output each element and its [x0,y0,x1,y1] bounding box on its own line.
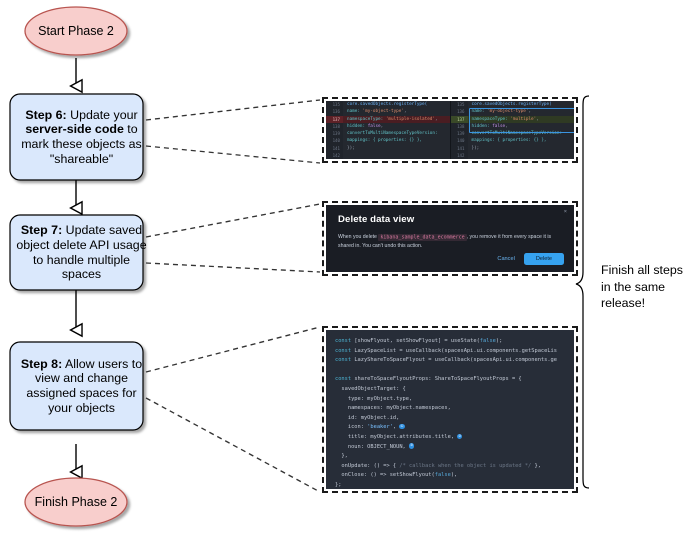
code-text: hidden: false, [347,123,384,129]
code-line: const LazyShareToSpaceFlyout = useCallba… [335,357,557,364]
leader-step6-bottom [145,145,321,164]
code-line: }; [335,481,342,488]
code-line: namespaces: myObject.namespaces, [335,405,451,412]
code-line: 136 name: 'my-object-type', [450,108,575,116]
cancel-button[interactable]: Cancel [497,255,515,262]
code-text: core.savedObjects.registerType( [471,102,552,107]
modal-title: Delete data view [338,214,415,225]
leader-step6-top [145,99,321,121]
code-line: 135 core.savedObjects.registerType( [326,101,450,109]
code-text: mappings: { properties: {} }, [347,138,423,144]
line-number: 135 [450,101,468,109]
code-line: 138 hidden: false, [450,122,575,131]
delete-data-view-modal: × Delete data view When you delete kiban… [326,205,574,272]
step-7-box [9,214,144,291]
code-line: 140 mappings: { properties: {} }, [326,137,450,145]
code-line: onUpdate: () => { /* callback when the o… [335,462,541,469]
line-number: 135 [326,101,343,109]
line-number: 138 [450,122,468,131]
code-line: 137 namespaceType: 'multiple', [450,115,574,123]
code-line: const LazySpaceList = useCallback(spaces… [335,347,557,354]
line-number: 140 [450,137,468,145]
leader-step8-top [145,326,321,373]
code-line: const [showFlyout, setShowFlyout] = useS… [335,338,503,344]
code-line: savedObjectTarget: { [335,385,406,392]
line-number: 137 [450,115,468,123]
line-number: 136 [326,108,343,116]
code-line: 137 namespaceType: 'multiple-isolated', [326,115,450,123]
code-text: hidden: false, [471,123,508,129]
code-line: onClose: () => setShowFlyout(false), [335,472,458,479]
callout-badge: ① [399,424,405,430]
code-line: 142 [450,152,575,159]
code-line: type: myObject.type, [335,395,413,402]
code-text: }); [471,145,480,151]
line-number: 136 [450,108,468,116]
code-line: 139 convertToMultiNamespaceTypeVersion: [450,130,575,138]
line-number: 139 [450,130,468,138]
leader-step7-bottom [145,262,321,273]
line-number: 137 [326,115,343,123]
grouping-brace [575,95,590,489]
code-text: name: 'my-object-type', [347,109,407,115]
code-line: 138 hidden: false, [326,122,450,131]
brace-note-label: Finish all steps in the same release! [601,263,683,311]
code-text: convertToMultiNamespaceTypeVersion: [471,131,563,137]
finish-terminator [24,477,128,527]
code-line: }, [335,453,348,460]
line-number: 141 [326,144,343,153]
data-view-name-chip: kibana_sample_data_ecommerce [378,233,467,241]
modal-body-text: When you delete kibana_sample_data_ecomm… [338,233,553,250]
code-text: }); [347,145,355,151]
code-text: convertToMultiNamespaceTypeVersion: [347,131,438,137]
code-text: namespaceType: 'multiple', [471,116,539,122]
modal-body-before: When you delete [338,234,379,240]
diff-screenshot-frame [322,97,578,163]
line-number: 141 [450,144,468,153]
code-line: 140 mappings: { properties: {} }, [450,137,575,145]
code-line: 136 name: 'my-object-type', [326,108,450,116]
line-number: 139 [326,130,343,138]
code-text: mappings: { properties: {} }, [471,138,547,144]
code-line: 141}); [450,144,575,153]
code-line: icon: 'beaker', ① [335,424,405,431]
callout-badge: ② [457,433,463,440]
code-line: 139 convertToMultiNamespaceTypeVersion: [326,130,450,138]
step-6-box [9,93,144,181]
line-number: 142 [450,152,468,159]
close-icon[interactable]: × [563,209,567,215]
modal-body-after: , you remove it from every space it is s… [338,234,552,249]
tsx-screenshot-frame [322,326,578,493]
line-number: 138 [326,122,343,131]
code-line: id: myObject.id, [335,414,400,421]
delete-button[interactable]: Delete [523,252,564,265]
code-line: noun: OBJECT_NOUN, ③ [335,443,415,450]
line-number: 142 [326,152,343,159]
modal-action-row: Cancel Delete [497,252,564,265]
modal-screenshot: × Delete data view When you delete kiban… [326,205,574,272]
callout-badge: ③ [409,443,415,449]
code-line: const shareToSpaceFlyoutProps: ShareToSp… [335,376,522,383]
code-text: core.savedObjects.registerType( [347,102,428,107]
leader-step7-top [145,203,321,238]
tsx-code-block: const [showFlyout, setShowFlyout] = useS… [326,330,574,489]
code-text: namespaceType: 'multiple-isolated', [347,116,438,122]
code-text: name: 'my-object-type', [471,109,532,115]
code-line: 141}); [326,144,450,153]
code-line [326,366,574,376]
leader-step8-bottom [145,397,321,493]
modal-screenshot-frame [322,201,578,276]
code-line: 142 [326,152,450,159]
start-terminator [24,6,128,56]
code-line: title: myObject.attributes.title, ② [335,433,463,440]
step-8-box [9,341,144,431]
tsx-screenshot: const [showFlyout, setShowFlyout] = useS… [326,330,574,489]
line-number: 140 [326,137,343,145]
